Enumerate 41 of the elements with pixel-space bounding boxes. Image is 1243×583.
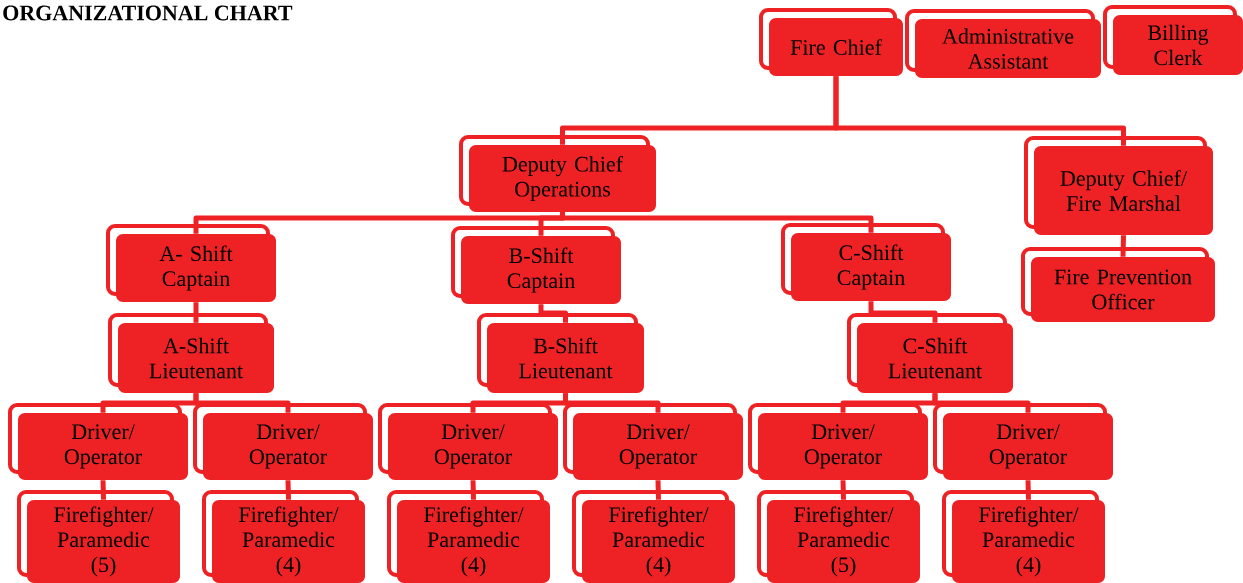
org-box: Firefighter/ Paramedic (4) xyxy=(202,490,365,583)
org-box: Driver/ Operator xyxy=(933,403,1113,480)
chart-title: ORGANIZATIONAL CHART xyxy=(3,5,293,21)
connector-line xyxy=(285,480,291,500)
org-box: B-Shift Lieutenant xyxy=(477,313,644,393)
org-box: C-Shift Captain xyxy=(781,223,951,301)
org-box: Driver/ Operator xyxy=(563,403,743,480)
connector-line xyxy=(840,480,846,500)
org-box: C-Shift Lieutenant xyxy=(847,313,1013,393)
connector-line xyxy=(470,480,476,500)
connector-line xyxy=(100,480,106,500)
org-box: Firefighter/ Paramedic (5) xyxy=(757,490,920,583)
org-box: B-Shift Captain xyxy=(451,226,621,304)
org-box: Driver/ Operator xyxy=(8,403,188,480)
org-box: Firefighter/ Paramedic (4) xyxy=(572,490,735,583)
org-box: Fire Prevention Officer xyxy=(1021,247,1215,322)
connector-line xyxy=(833,76,1126,146)
org-box: A-Shift Lieutenant xyxy=(108,313,274,393)
org-box: Administrative Assistant xyxy=(905,9,1101,78)
org-box: Driver/ Operator xyxy=(378,403,558,480)
org-box: Firefighter/ Paramedic (5) xyxy=(17,490,180,583)
node-label: Fire Chief xyxy=(790,39,882,55)
org-box: Deputy Chief/ Fire Marshal xyxy=(1024,136,1213,235)
connector-line xyxy=(1025,480,1031,500)
org-box: Firefighter/ Paramedic (4) xyxy=(942,490,1105,583)
org-box: Firefighter/ Paramedic (4) xyxy=(387,490,550,583)
connector-line xyxy=(1120,235,1126,257)
connector-line xyxy=(932,393,1031,413)
org-box: Driver/ Operator xyxy=(748,403,928,480)
connector-line xyxy=(560,212,874,233)
connector-line xyxy=(868,301,938,323)
org-box: Driver/ Operator xyxy=(193,403,373,480)
connector-line xyxy=(538,304,568,323)
org-box: Fire Chief xyxy=(759,8,903,76)
connector-line xyxy=(193,393,291,413)
org-box: Billing Clerk xyxy=(1103,5,1243,75)
connector-line xyxy=(193,302,199,323)
org-box: A- Shift Captain xyxy=(106,224,276,302)
org-box: Deputy Chief Operations xyxy=(459,135,656,212)
connector-line xyxy=(655,480,661,500)
connector-line xyxy=(563,393,661,413)
